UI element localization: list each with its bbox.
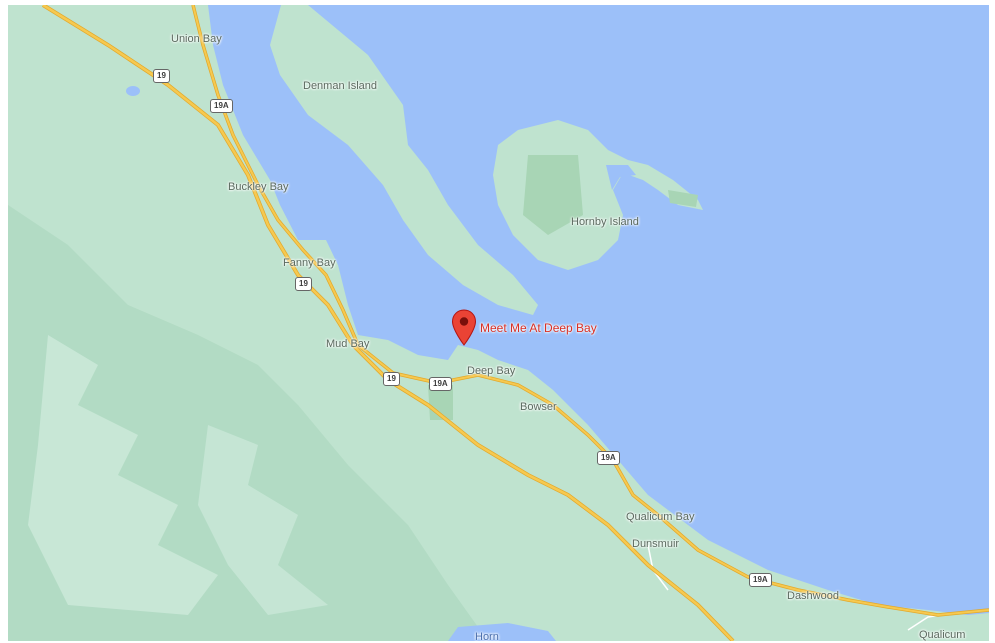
route-shield-19a: 19A <box>210 99 233 113</box>
marker-label[interactable]: Meet Me At Deep Bay <box>480 321 597 335</box>
highway-19 <box>42 5 734 641</box>
place-label-dashwood[interactable]: Dashwood <box>787 590 839 602</box>
place-label-denman-island[interactable]: Denman Island <box>303 80 377 92</box>
place-label-qualicum[interactable]: Qualicum <box>919 629 966 641</box>
route-shield-19a: 19A <box>429 377 452 391</box>
place-label-mud-bay[interactable]: Mud Bay <box>326 338 370 350</box>
horne-lake <box>448 623 556 641</box>
place-label-dunsmuir[interactable]: Dunsmuir <box>632 538 680 550</box>
place-label-qualicum-bay[interactable]: Qualicum Bay <box>626 511 695 523</box>
map-canvas[interactable]: Union Bay Denman Island Buckley Bay Horn… <box>8 5 989 641</box>
denman-island-land <box>270 5 538 315</box>
route-shield-19: 19 <box>295 277 312 291</box>
map-base[interactable] <box>8 5 989 641</box>
place-label-hornby-island[interactable]: Hornby Island <box>571 216 639 228</box>
place-label-buckley-bay[interactable]: Buckley Bay <box>228 181 289 193</box>
map-pin-icon[interactable] <box>451 309 477 347</box>
route-shield-19: 19 <box>153 69 170 83</box>
highway-19a <box>192 5 989 617</box>
route-shield-19: 19 <box>383 372 400 386</box>
route-shield-19a: 19A <box>597 451 620 465</box>
park-area <box>523 155 583 235</box>
terrain-highlight <box>28 335 218 615</box>
terrain-highlight <box>198 425 328 615</box>
place-label-fanny-bay[interactable]: Fanny Bay <box>283 257 336 269</box>
place-label-bowser[interactable]: Bowser <box>520 401 557 413</box>
place-label-deep-bay[interactable]: Deep Bay <box>467 365 516 377</box>
place-label-horne-lake[interactable]: Horn <box>475 631 499 641</box>
route-shield-19a: 19A <box>749 573 772 587</box>
hornby-cove <box>606 165 636 190</box>
place-label-union-bay[interactable]: Union Bay <box>171 33 222 45</box>
park-area <box>668 190 698 207</box>
lake <box>126 86 140 96</box>
